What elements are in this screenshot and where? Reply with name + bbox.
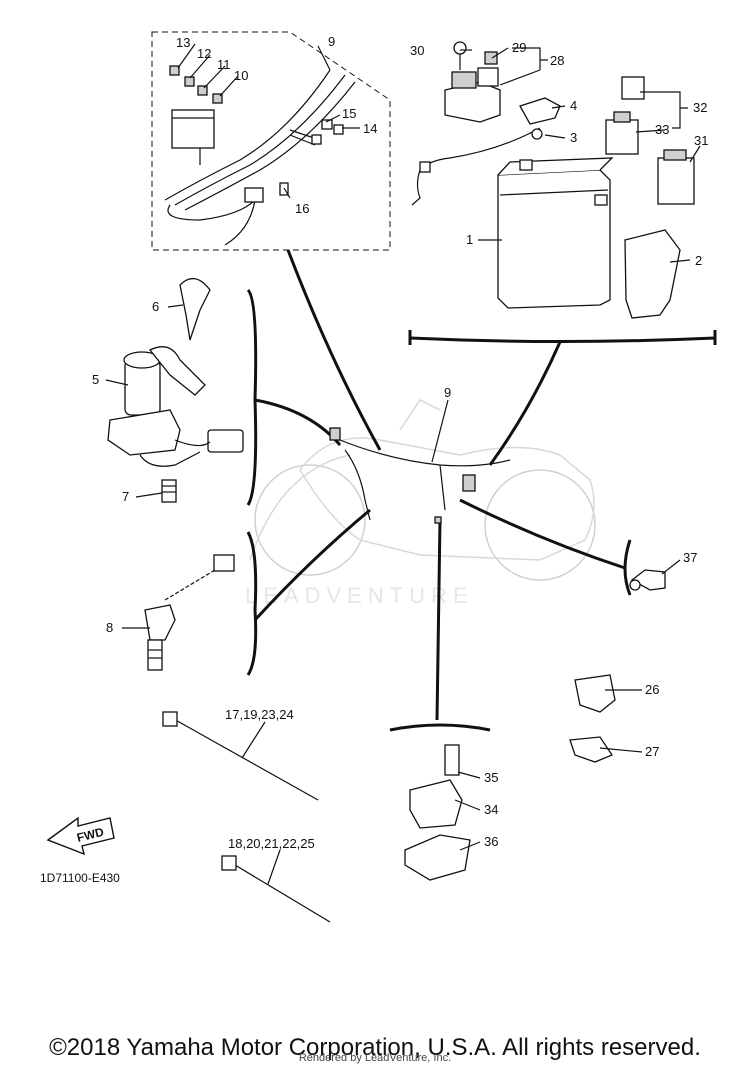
main-switch-assembly xyxy=(107,278,244,503)
forward-arrow-icon: FWD xyxy=(46,816,115,856)
callout-11: 11 xyxy=(217,57,231,72)
reference-code: 1D71100-E430 xyxy=(40,871,120,885)
callout-34: 34 xyxy=(484,802,498,817)
neutral-switch xyxy=(144,554,235,671)
wire-harness-inset xyxy=(151,31,391,251)
callout-31: 31 xyxy=(694,133,708,148)
callout-18-20-21-22-25: 18,20,21,22,25 xyxy=(228,836,315,851)
cable-ties xyxy=(162,711,331,923)
callout-4: 4 xyxy=(570,98,577,113)
callout-35: 35 xyxy=(484,770,498,785)
callout-labels: 13 12 11 10 9 15 14 16 30 29 28 4 3 1 2 … xyxy=(40,34,708,885)
callout-2: 2 xyxy=(695,253,702,268)
copyright-notice: ©2018 Yamaha Motor Corporation, U.S.A. A… xyxy=(49,1034,701,1061)
watermark-text: LEADVENTURE xyxy=(245,583,474,608)
callout-5: 5 xyxy=(92,372,99,387)
callout-32: 32 xyxy=(693,100,707,115)
callout-36: 36 xyxy=(484,834,498,849)
callout-1: 1 xyxy=(466,232,473,247)
clamp-26 xyxy=(574,674,616,713)
leader-lines xyxy=(105,43,701,885)
callout-6: 6 xyxy=(152,299,159,314)
callout-28: 28 xyxy=(550,53,564,68)
callout-9-inset: 9 xyxy=(328,34,335,49)
callout-33: 33 xyxy=(655,122,669,137)
bracket-37 xyxy=(630,569,666,591)
callout-29: 29 xyxy=(512,40,526,55)
fwd-label: FWD xyxy=(75,825,105,845)
sensor-assembly xyxy=(404,744,471,881)
clamp-27 xyxy=(569,736,613,763)
battery-assembly xyxy=(411,41,695,319)
callout-7: 7 xyxy=(122,489,129,504)
callout-17-19-23-24: 17,19,23,24 xyxy=(225,707,294,722)
callout-30: 30 xyxy=(410,43,424,58)
callout-9: 9 xyxy=(444,385,451,400)
motorcycle-silhouette: LEADVENTURE xyxy=(245,399,596,608)
callout-12: 12 xyxy=(197,46,211,61)
callout-14: 14 xyxy=(363,121,377,136)
callout-15: 15 xyxy=(342,106,356,121)
callout-26: 26 xyxy=(645,682,659,697)
rendered-by-notice: Rendered by LeadVenture, Inc. xyxy=(298,1052,452,1064)
connector-lines xyxy=(246,249,717,732)
callout-16: 16 xyxy=(295,201,309,216)
callout-3: 3 xyxy=(570,130,577,145)
callout-27: 27 xyxy=(645,744,659,759)
callout-8: 8 xyxy=(106,620,113,635)
callout-13: 13 xyxy=(176,35,190,50)
callout-10: 10 xyxy=(234,68,248,83)
callout-37: 37 xyxy=(683,550,697,565)
